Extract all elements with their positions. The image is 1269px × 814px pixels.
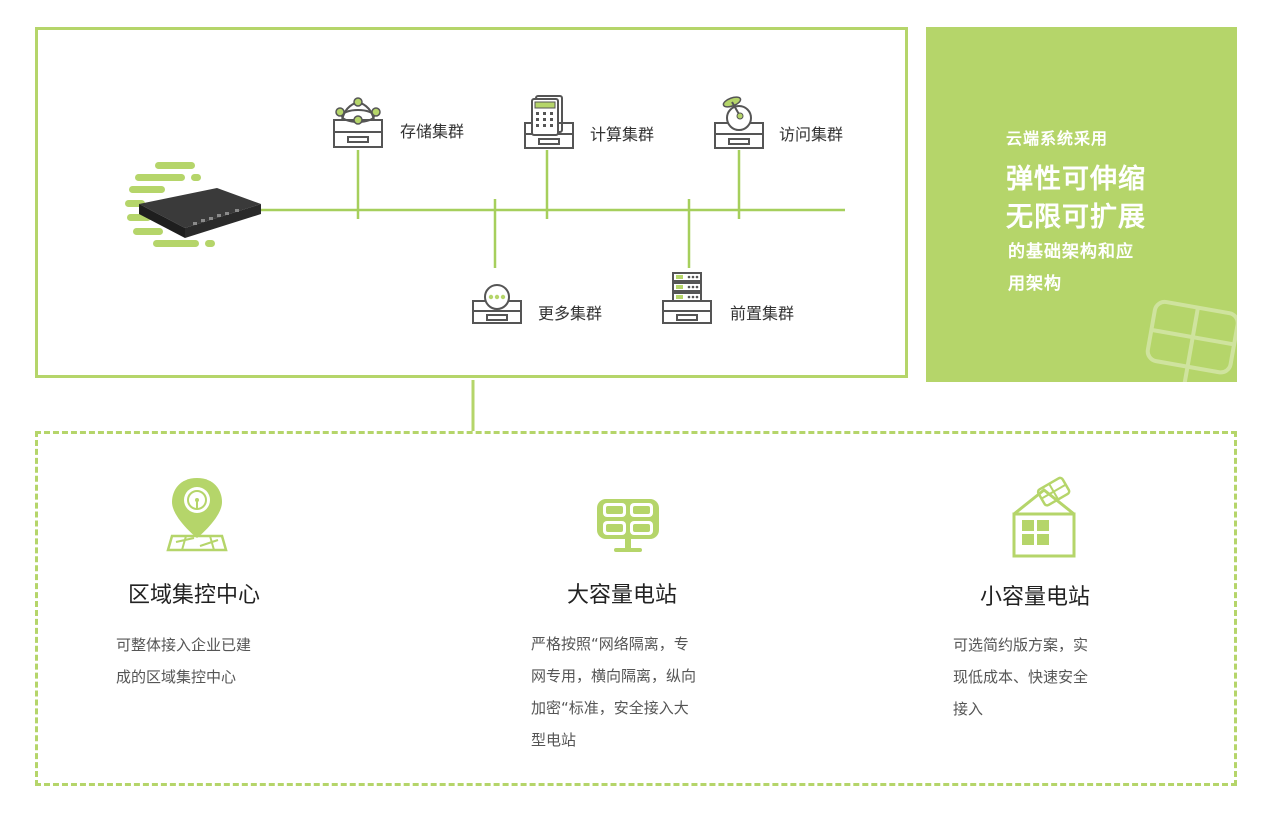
panel-line-4: 的基础架构和应 — [1008, 242, 1134, 262]
compute-cluster-icon — [524, 95, 574, 149]
panel-line-3: 无限可扩展 — [1006, 202, 1146, 233]
station-desc-regional: 可整体接入企业已建 成的区域集控中心 — [116, 636, 252, 686]
storage-cluster-icon — [333, 97, 383, 148]
storage-cluster-label: 存储集群 — [400, 122, 465, 141]
map-pin-icon — [166, 478, 228, 552]
station-desc-large: 严格按照“网络隔离，专 网专用，横向隔离，纵向 加密“标准，安全接入大 型电站 — [531, 635, 697, 749]
more-cluster-icon — [472, 284, 522, 324]
more-cluster-label: 更多集群 — [538, 304, 603, 323]
solar-panel-icon — [597, 499, 659, 552]
solar-panel-watermark-icon — [1145, 299, 1237, 382]
frontend-cluster-icon — [662, 272, 712, 324]
router-device-icon — [125, 162, 261, 247]
panel-line-5: 用架构 — [1008, 274, 1062, 294]
house-solar-icon — [1012, 476, 1076, 558]
station-title-regional: 区域集控中心 — [128, 583, 261, 608]
panel-line-2: 弹性可伸缩 — [1006, 164, 1146, 195]
station-title-small: 小容量电站 — [980, 585, 1091, 610]
station-title-large: 大容量电站 — [567, 583, 678, 608]
access-cluster-label: 访问集群 — [779, 125, 844, 144]
cloud-info-panel: 云端系统采用 弹性可伸缩 无限可扩展 的基础架构和应 用架构 — [926, 27, 1237, 382]
compute-cluster-label: 计算集群 — [590, 125, 655, 144]
access-cluster-icon — [714, 96, 764, 149]
power-stations-box — [35, 431, 1237, 786]
frontend-cluster-label: 前置集群 — [730, 304, 795, 323]
station-desc-small: 可选简约版方案，实 现低成本、快速安全 接入 — [953, 636, 1089, 718]
panel-line-1: 云端系统采用 — [1006, 129, 1109, 148]
